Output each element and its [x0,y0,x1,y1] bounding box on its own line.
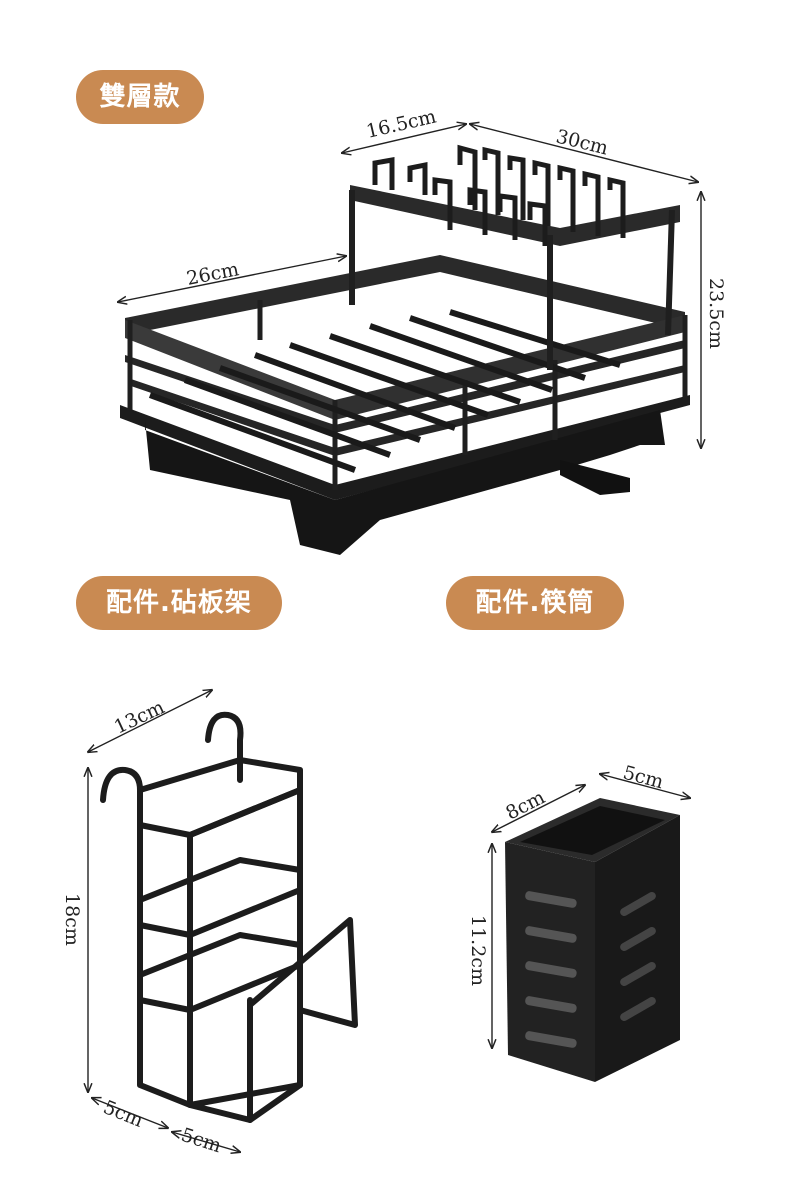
dim-main-top-left: 16.5cm [364,105,438,142]
dim-main-top-right: 30cm [554,126,611,160]
dim-main-left: 26cm [185,258,241,290]
cutting-board-rack-image [100,711,358,1123]
dish-rack-image [120,144,690,555]
dim-board-bottom-right: 5cm [178,1124,224,1158]
badge-chopstick-holder: 配件.筷筒 [446,576,624,630]
dim-chop-top-left: 8cm [502,786,548,824]
dim-main-height: 23.5cm [705,278,727,349]
badge-double-layer: 雙層款 [76,70,204,124]
dim-board-bottom-left: 5cm [100,1096,146,1132]
dim-board-top: 13cm [111,696,168,738]
badge-cutting-board-rack: 配件.砧板架 [76,576,282,630]
chopstick-holder-image [505,798,680,1082]
dim-chop-height: 11.2cm [467,915,489,986]
dim-chop-top-right: 5cm [621,762,666,794]
dim-board-height: 18cm [61,893,83,946]
